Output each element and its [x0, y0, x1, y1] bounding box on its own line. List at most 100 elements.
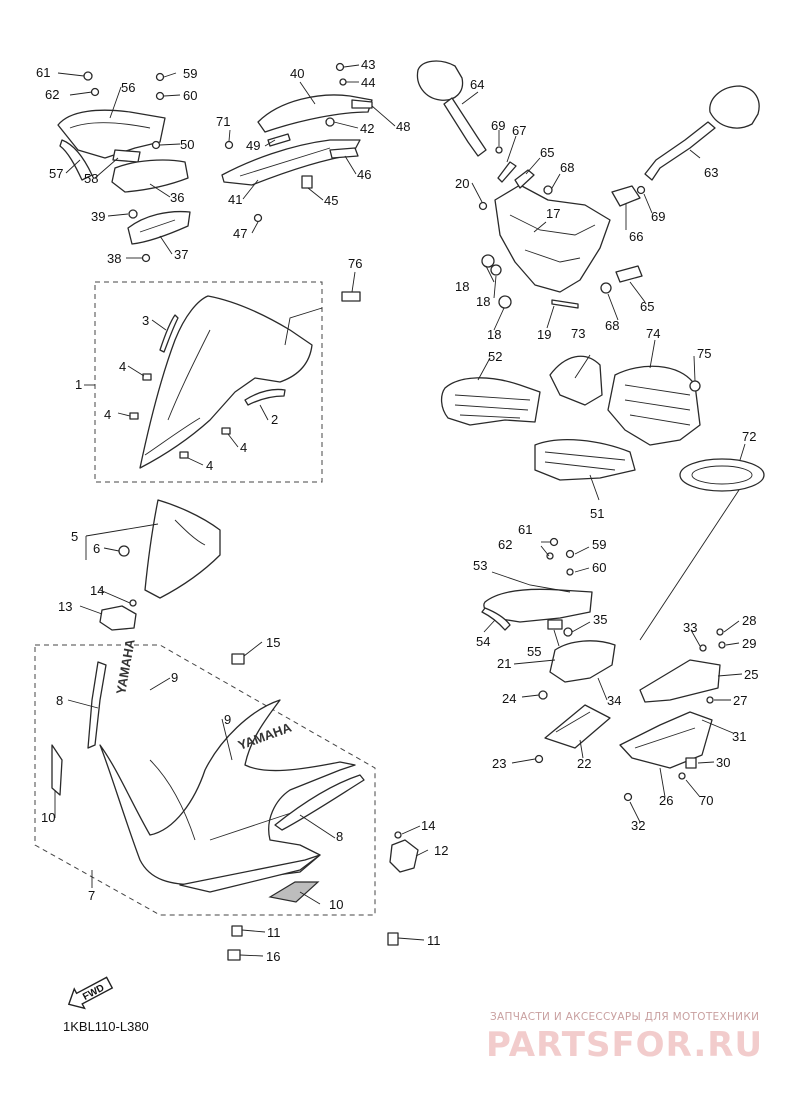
callout-18c: 18 [487, 327, 501, 342]
callout-72: 72 [742, 429, 756, 444]
panel-22 [544, 704, 611, 749]
collar-24 [538, 690, 548, 700]
callout-59b: 59 [592, 537, 606, 552]
callout-23: 23 [492, 756, 506, 771]
screw-59a [155, 72, 165, 82]
callout-8b: 8 [336, 829, 343, 844]
duct-73 [549, 355, 603, 406]
screw-14b [394, 831, 402, 839]
callout-39: 39 [91, 209, 105, 224]
callout-11a: 11 [267, 925, 281, 940]
grommet-4b [129, 412, 139, 420]
callout-66: 66 [629, 229, 643, 244]
mesh-10a [51, 744, 63, 796]
callout-15: 15 [266, 635, 280, 650]
callout-9b: 9 [224, 712, 231, 727]
side-panel-assembly [57, 71, 191, 263]
callout-38: 38 [107, 251, 121, 266]
panel-21 [549, 640, 616, 683]
meter-cover-assembly [221, 62, 373, 223]
callout-40: 40 [290, 66, 304, 81]
callout-19: 19 [537, 327, 551, 342]
side-decal-8b [274, 774, 365, 831]
callout-16: 16 [266, 949, 280, 964]
grommet-4a [142, 373, 152, 381]
plate-55 [547, 619, 563, 630]
callout-labels: 61 62 56 59 60 50 57 58 36 39 37 38 40 4… [36, 57, 758, 964]
callout-70: 70 [699, 793, 713, 808]
callout-31: 31 [732, 729, 746, 744]
duct-74 [607, 365, 701, 446]
panel-25 [639, 659, 721, 703]
bracket-46 [329, 147, 359, 159]
bracket-3 [159, 314, 179, 353]
plate-58 [112, 149, 141, 163]
callout-10b: 10 [329, 897, 343, 912]
nut-42 [325, 117, 335, 127]
callout-12: 12 [434, 843, 448, 858]
callout-68b: 68 [605, 318, 619, 333]
callout-36: 36 [170, 190, 184, 205]
callout-68a: 68 [560, 160, 574, 175]
callout-7: 7 [88, 888, 95, 903]
callout-21: 21 [497, 656, 511, 671]
bracket-67 [497, 161, 517, 183]
callout-47: 47 [233, 226, 247, 241]
watermark-line1: ЗАПЧАСТИ И АКСЕССУАРЫ ДЛЯ МОТОТЕХНИКИ [490, 1011, 759, 1023]
callout-64: 64 [470, 77, 484, 92]
callout-32: 32 [631, 818, 645, 833]
callout-45: 45 [324, 193, 338, 208]
callout-25: 25 [744, 667, 758, 682]
callout-20: 20 [455, 176, 469, 191]
callout-57: 57 [49, 166, 63, 181]
bolt-69b [636, 185, 646, 195]
front-cowling-group-box [34, 644, 376, 916]
callout-2: 2 [271, 412, 278, 427]
mirror-stay-assembly [416, 60, 760, 309]
callout-61b: 61 [518, 522, 532, 537]
callout-56: 56 [121, 80, 135, 95]
screw-61b [549, 537, 559, 547]
callout-52: 52 [488, 349, 502, 364]
callout-33: 33 [683, 620, 697, 635]
damper-18a [481, 254, 495, 268]
callout-6: 6 [93, 541, 100, 556]
bolt-50 [151, 140, 161, 150]
side-panel-56 [57, 109, 166, 159]
washer-60a [155, 91, 165, 101]
callout-1: 1 [75, 377, 82, 392]
cover-54 [481, 607, 511, 631]
bolt-47 [253, 213, 263, 223]
panel-lower [179, 854, 321, 893]
callout-73: 73 [571, 326, 585, 341]
bracket-37 [127, 210, 191, 245]
callout-69a: 69 [491, 118, 505, 133]
nut-75 [689, 380, 701, 392]
washer-60b [566, 568, 574, 576]
front-cowling-assembly: YAMAHA YAMAHA [51, 637, 419, 961]
panel-26 [619, 711, 713, 769]
callout-4a: 4 [119, 359, 126, 374]
washer-33 [699, 644, 707, 652]
screw-32 [623, 792, 633, 802]
inner-panel-57 [59, 139, 93, 181]
callout-59: 59 [183, 66, 197, 81]
grommet-4d [179, 451, 189, 459]
washer-29 [718, 641, 726, 649]
duct-51 [534, 439, 636, 481]
washer-44 [339, 78, 347, 86]
watermark: ЗАПЧАСТИ И АКСЕССУАРЫ ДЛЯ МОТОТЕХНИКИ PA… [486, 1011, 762, 1065]
bolt-69a [495, 146, 503, 154]
strip-49 [267, 133, 291, 147]
duct-72 [679, 458, 765, 492]
stay-17 [494, 184, 611, 293]
callout-18a: 18 [455, 279, 469, 294]
air-duct-assembly [440, 355, 765, 492]
callout-28: 28 [742, 613, 756, 628]
screw-61a [83, 71, 93, 81]
callout-4d: 4 [206, 458, 213, 473]
screw-6 [118, 545, 130, 557]
bracket-65a [514, 169, 535, 189]
callout-76: 76 [348, 256, 362, 271]
